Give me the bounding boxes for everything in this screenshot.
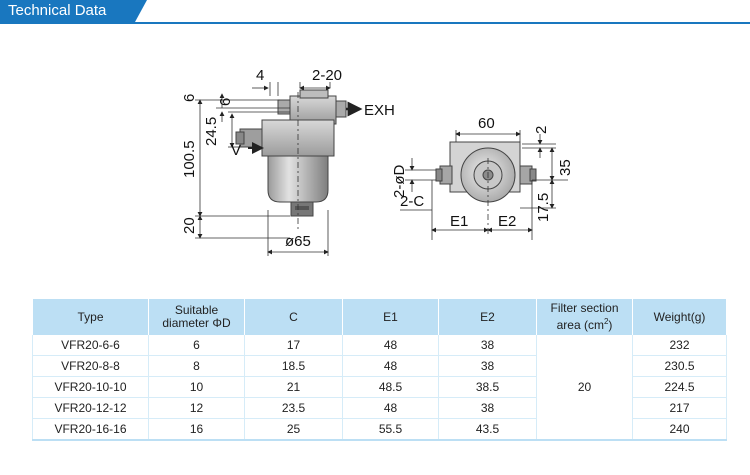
cell-diameter: 8 xyxy=(148,355,245,377)
dim-side-2-c: 2-C xyxy=(400,193,424,210)
dim-front-6-outer: 6 xyxy=(181,94,198,102)
dim-front-v: V xyxy=(231,142,241,159)
cell-c: 21 xyxy=(244,376,343,398)
dim-front-24-5: 24.5 xyxy=(203,117,220,146)
dim-front-exh: EXH xyxy=(364,102,395,119)
cell-e1: 48 xyxy=(342,397,439,419)
front-view-dim-lines xyxy=(195,82,363,256)
dim-front-2-20: 2-20 xyxy=(312,67,342,84)
section-title: Technical Data xyxy=(0,0,135,22)
cell-c: 25 xyxy=(244,418,343,441)
cell-weight: 240 xyxy=(632,418,727,441)
front-view-body xyxy=(235,89,347,217)
cell-e1: 55.5 xyxy=(342,418,439,441)
header-diameter-line1: Suitable xyxy=(174,303,219,317)
table-row: VFR20-8-8 8 18.5 48 38 230.5 xyxy=(32,355,727,377)
header-filter-line2: area (cm xyxy=(556,318,604,332)
cell-filter-area: 20 xyxy=(536,335,633,441)
dim-side-e2: E2 xyxy=(498,213,516,230)
cell-e1: 48.5 xyxy=(342,376,439,398)
cell-e1: 48 xyxy=(342,335,439,356)
side-view: 60 2 35 2-øD 2-C 17.5 E1 E2 xyxy=(391,115,574,240)
header-diameter: Suitable diameter ΦD xyxy=(148,299,245,335)
header-underline xyxy=(0,22,750,24)
cell-weight: 230.5 xyxy=(632,355,727,377)
dim-front-6-inner: 6 xyxy=(217,98,234,106)
dim-side-e1: E1 xyxy=(450,213,468,230)
table-row: VFR20-10-10 10 21 48.5 38.5 224.5 xyxy=(32,376,727,398)
front-view: 4 2-20 6 6 EXH 100.5 24.5 V 20 ø65 xyxy=(181,67,395,256)
side-view-dim-lines xyxy=(400,130,568,240)
cell-weight: 217 xyxy=(632,397,727,419)
cell-diameter: 10 xyxy=(148,376,245,398)
header-e1: E1 xyxy=(342,299,439,335)
header-type: Type xyxy=(32,299,149,335)
dim-side-35: 35 xyxy=(557,159,574,176)
dim-side-2-od: 2-øD xyxy=(391,165,408,199)
table-row: VFR20-16-16 16 25 55.5 43.5 240 xyxy=(32,418,727,441)
cell-type: VFR20-6-6 xyxy=(32,335,149,356)
cell-e1: 48 xyxy=(342,355,439,377)
table-header-row: Type Suitable diameter ΦD C E1 E2 Filter… xyxy=(32,299,727,335)
cell-c: 18.5 xyxy=(244,355,343,377)
technical-drawing: 4 2-20 6 6 EXH 100.5 24.5 V 20 ø65 xyxy=(0,30,750,292)
dim-side-17-5: 17.5 xyxy=(535,193,552,222)
cell-c: 17 xyxy=(244,335,343,356)
cell-diameter: 12 xyxy=(148,397,245,419)
dim-front-4: 4 xyxy=(256,67,264,84)
cell-type: VFR20-8-8 xyxy=(32,355,149,377)
cell-diameter: 16 xyxy=(148,418,245,441)
header-bar: Technical Data xyxy=(0,0,750,24)
cell-type: VFR20-16-16 xyxy=(32,418,149,441)
header-filter-area: Filter section area (cm2) xyxy=(536,299,633,335)
dim-side-2: 2 xyxy=(533,126,550,134)
cell-e2: 38 xyxy=(438,335,537,356)
header-e2: E2 xyxy=(438,299,537,335)
header-c: C xyxy=(244,299,343,335)
dim-front-65: ø65 xyxy=(285,233,311,250)
header-diameter-line2: diameter ΦD xyxy=(162,316,231,330)
cell-weight: 232 xyxy=(632,335,727,356)
cell-diameter: 6 xyxy=(148,335,245,356)
dim-front-100-5: 100.5 xyxy=(181,140,198,178)
cell-e2: 38 xyxy=(438,355,537,377)
cell-e2: 43.5 xyxy=(438,418,537,441)
cell-type: VFR20-10-10 xyxy=(32,376,149,398)
dim-front-20: 20 xyxy=(181,217,198,234)
cell-e2: 38.5 xyxy=(438,376,537,398)
table-row: VFR20-6-6 6 17 48 38 20 232 xyxy=(32,335,727,441)
header-filter-close: ) xyxy=(608,318,613,332)
header-filter-line1: Filter section xyxy=(550,301,619,315)
cell-c: 23.5 xyxy=(244,397,343,419)
header-weight: Weight(g) xyxy=(632,299,727,335)
cell-weight: 224.5 xyxy=(632,376,727,398)
cell-e2: 38 xyxy=(438,397,537,419)
header-filter-sup: 2 xyxy=(603,317,609,326)
table-row: VFR20-12-12 12 23.5 48 38 217 xyxy=(32,397,727,419)
side-view-body xyxy=(435,141,537,203)
cell-type: VFR20-12-12 xyxy=(32,397,149,419)
header-notch xyxy=(135,0,147,22)
dim-side-60: 60 xyxy=(478,115,495,132)
specification-table: Type Suitable diameter ΦD C E1 E2 Filter… xyxy=(32,299,727,441)
